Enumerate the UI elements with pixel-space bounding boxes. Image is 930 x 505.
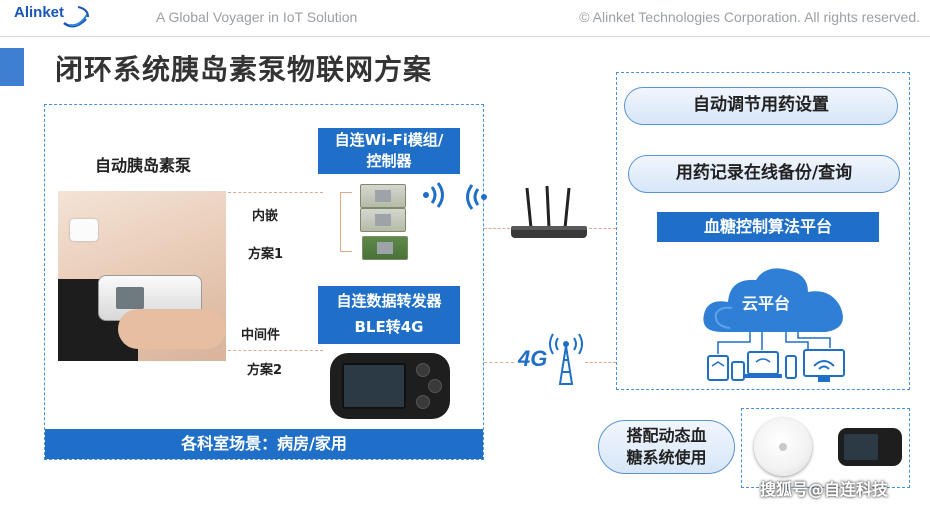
data-relay-box: 自连数据转发器 BLE转4G [318,286,460,344]
company-logo: Alinket [14,4,65,21]
cell-tower-icon [549,333,583,385]
label-plan2: 方案2 [247,363,283,378]
wifi-signal-icon [466,184,487,210]
cgm-line1: 搭配动态血 [626,426,707,445]
logo-swoosh-icon [63,6,89,28]
connector-line-router [484,228,510,229]
label-embedded: 内嵌 [252,209,279,224]
connector-line-router-cloud [589,228,616,229]
pump-title: 自动胰岛素泵 [95,156,192,175]
tagline: A Global Voyager in IoT Solution [156,9,358,25]
cgm-pill: 搭配动态血 糖系统使用 [598,420,735,474]
scenario-footer: 各科室场景：病房/家用 [45,429,483,459]
cgm-panel [741,408,910,488]
connector-line-plan1 [228,192,323,193]
connector-line-plan2 [228,350,323,351]
connector-line-4g [484,362,514,363]
wifi-module-image [360,184,406,208]
label-middleware: 中间件 [241,328,281,343]
ble-4g-relay-device [330,353,450,419]
left-scenario-panel [44,104,484,460]
page-title: 闭环系统胰岛素泵物联网方案 [55,53,433,86]
wifi-module-box: 自连Wi-Fi模组/ 控制器 [318,128,460,174]
watermark: 搜狐号@自连科技 [760,480,889,499]
copyright-notice: © Alinket Technologies Corporation. All … [579,9,920,25]
connector-line-4g-cloud [585,362,616,363]
title-accent-bar [0,48,24,86]
header-divider [0,36,930,37]
label-4g: 4G [518,346,548,371]
wifi-box-line2: 控制器 [366,152,412,170]
wifi-module-image [360,208,406,232]
label-plan1: 方案1 [248,247,284,262]
connected-devices-icon [707,332,845,382]
relay-box-line1: 自连数据转发器 [336,292,442,310]
relay-box-line2: BLE转4G [354,318,424,336]
cgm-sensor-image [754,418,812,476]
wifi-box-line1: 自连Wi-Fi模组/ [334,131,444,149]
cgm-reader-image [838,428,902,466]
router-icon [511,185,587,238]
pill-dose-adjust: 自动调节用药设置 [624,87,898,125]
wifi-signal-icon [423,182,444,208]
wifi-module-image [362,236,408,260]
module-bracket [340,192,352,252]
pill-record-backup: 用药记录在线备份/查询 [628,155,900,193]
cloud-icon [703,268,843,332]
cloud-label: 云平台 [742,294,791,313]
insulin-pump-photo [58,191,226,361]
algorithm-platform-box: 血糖控制算法平台 [657,212,879,242]
cgm-line2: 糖系统使用 [626,448,707,467]
cloud-platform-panel [616,72,910,390]
